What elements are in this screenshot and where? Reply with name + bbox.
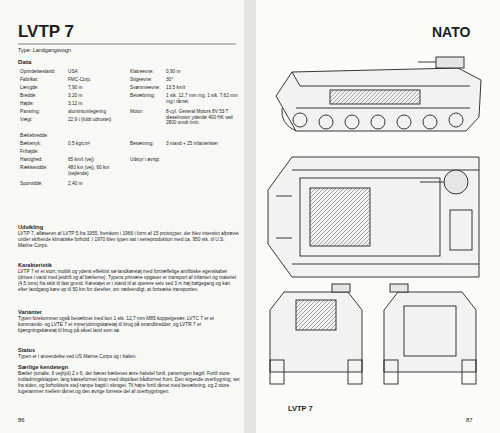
data-key: Svømmeevne: xyxy=(130,85,166,91)
section-heading: Særlige kendetegn xyxy=(18,364,68,371)
body-text: LVTP 7, afløseren af LVTP 5 fra 1955, fr… xyxy=(18,231,240,249)
page-number: 86 xyxy=(18,417,25,424)
page-title: LVTP 7 xyxy=(18,22,74,43)
section-heading: Varianter xyxy=(18,309,42,316)
figure-caption: LVTP 7 xyxy=(288,404,313,413)
data-key: Vægt: xyxy=(20,117,70,123)
data-value: 3 mand + 25 infanterister xyxy=(166,141,238,147)
data-key: Stigeevne: xyxy=(130,77,166,83)
data-value: 30° xyxy=(166,77,238,83)
type-line: Type: Landgangsvogn xyxy=(18,47,218,54)
section-heading: Karakteristik xyxy=(18,262,52,269)
body-text: Typen forekommer også bevæbnet med kun 1… xyxy=(18,316,240,334)
data-value: FMC-Corp. xyxy=(68,77,126,83)
title-rule xyxy=(18,44,236,45)
data-value: aluminiumlegering xyxy=(68,109,126,115)
data-value: 2,40 m xyxy=(68,181,126,187)
data-value: 65 km/t (vej) xyxy=(68,157,126,163)
data-value: 0,90 m xyxy=(166,69,238,75)
gutter xyxy=(244,0,256,433)
data-value: 8-cyl. General Motors 8V 53 T dieselmoto… xyxy=(166,109,238,126)
data-key: Hastighed: xyxy=(20,157,70,163)
data-key: Frihøjde: xyxy=(20,149,70,155)
top-view xyxy=(268,157,479,277)
data-key: Bevæbning: xyxy=(130,93,166,99)
data-value: 7,90 m xyxy=(68,85,126,91)
data-key: Udstyr i øvrigt: xyxy=(130,157,166,163)
data-key: Oprindelsesland: xyxy=(20,69,70,75)
section-heading: Status xyxy=(18,347,35,354)
section-heading: Udvikling xyxy=(18,224,43,231)
section-heading: Data xyxy=(18,58,31,66)
data-value: 13,5 km/t xyxy=(166,85,238,91)
data-key: Fabrikat: xyxy=(20,77,70,83)
data-key: Bæltetryk: xyxy=(20,141,70,147)
data-value: 0,5 kg/cm² xyxy=(68,141,126,147)
body-text: Bælter (smalle, 6 vejhjul) 2 x 6, der bæ… xyxy=(18,371,240,394)
data-key: Rækkevidde: xyxy=(20,165,70,171)
data-key: Sporvidde: xyxy=(20,181,70,187)
data-key: Besætning: xyxy=(130,141,166,147)
front-rear-views xyxy=(270,284,476,384)
data-value: USA xyxy=(68,69,126,75)
body-text: LVTP 7 er et stort, mobilt og yderst eff… xyxy=(18,269,240,292)
data-value: 480 km (vej), 60 km (sejlende) xyxy=(68,165,126,176)
data-key: Længde: xyxy=(20,85,70,91)
alliance-heading: NATO xyxy=(432,24,470,41)
data-key: Pansring: xyxy=(20,109,70,115)
data-key: Klatreevne: xyxy=(130,69,166,75)
data-value: 22,9 t (fuldt udrustet) xyxy=(68,117,126,123)
side-view xyxy=(276,57,481,131)
body-text: Typen er i anvendelse ved US Marine Corp… xyxy=(18,354,240,360)
data-value: 3,12 m xyxy=(68,101,126,107)
left-page xyxy=(0,0,250,433)
data-key: Højde: xyxy=(20,101,70,107)
data-key: Motor: xyxy=(130,109,166,115)
page-number: 87 xyxy=(466,417,473,424)
data-value: 1 stk. 12,7 mm mg, 1 stk. 7,62 mm mg i t… xyxy=(166,93,238,104)
data-key: Bredde: xyxy=(20,93,70,99)
data-key: Bæltebredde: xyxy=(20,133,70,139)
right-page xyxy=(250,0,500,433)
data-value: 3,20 m xyxy=(68,93,126,99)
